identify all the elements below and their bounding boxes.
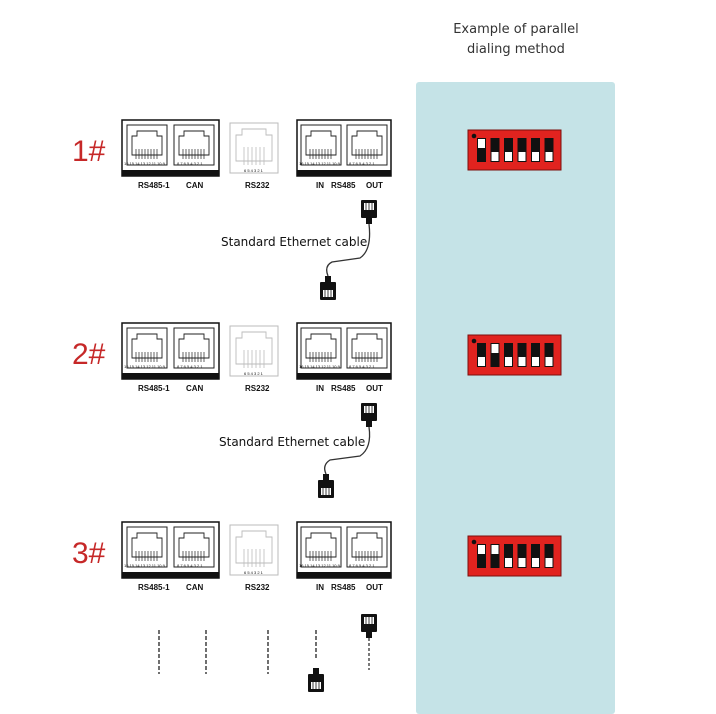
dip-knob-off: [545, 357, 553, 366]
pins-rs485-1-u1: 16 15 14 13 12 11 10 9: [124, 161, 165, 166]
label-rs485-1-u2: RS485-1: [138, 384, 170, 393]
label-in-u1: IN: [316, 181, 324, 190]
label-rs232-u3: RS232: [245, 583, 270, 592]
label-can-u2: CAN: [186, 384, 204, 393]
label-can-u1: CAN: [186, 181, 204, 190]
pins-rs232-u2: 6 5 4 3 2 1: [244, 371, 263, 376]
dip-slot: [544, 138, 554, 162]
pins-in-u1: 16 15 14 13 12 11 10 9: [299, 161, 340, 166]
pins-out-u3: 8 7 6 5 4 3 2 1: [349, 563, 375, 568]
cable-3: [360, 613, 378, 670]
dip-knob-off: [518, 357, 526, 366]
cable-1: [319, 199, 378, 301]
label-rs485-1-u1: RS485-1: [138, 181, 170, 190]
dip-slot: [504, 544, 513, 568]
label-rs485-1-u3: RS485-1: [138, 583, 170, 592]
dip-slot: [531, 544, 540, 568]
unit-label-2: 2#: [72, 338, 106, 371]
dip-knob-off: [545, 152, 553, 161]
cable-label-2: Standard Ethernet cable: [219, 435, 366, 449]
dip-knob-on: [478, 139, 485, 148]
dip-slot: [490, 138, 500, 162]
pins-can-u2: 8 7 6 5 4 3 2 1: [177, 364, 203, 369]
dip-slot: [477, 138, 486, 162]
pins-rs232-u1: 6 5 4 3 2 1: [244, 168, 263, 173]
dip-slot: [477, 544, 486, 568]
label-out-u1: OUT: [366, 181, 383, 190]
unit-label-3: 3#: [72, 537, 106, 570]
dip-knob-off: [545, 558, 553, 567]
label-rs485-u3: RS485: [331, 583, 356, 592]
pins-out-u1: 8 7 6 5 4 3 2 1: [349, 161, 375, 166]
dip-knob-off: [518, 558, 526, 567]
cable-2: [317, 402, 378, 499]
pins-can-u3: 8 7 6 5 4 3 2 1: [177, 563, 203, 568]
dip-knob-on: [491, 344, 499, 353]
label-rs232-u2: RS232: [245, 384, 270, 393]
dip-knob-off: [505, 152, 512, 161]
dip-knob-off: [491, 152, 499, 161]
dip-slot: [517, 343, 527, 367]
dip-pin1-marker: [471, 539, 477, 545]
cable-label-1: Standard Ethernet cable: [221, 235, 368, 249]
pins-rs232-u3: 6 5 4 3 2 1: [244, 570, 263, 575]
header-line2: dialing method: [467, 42, 565, 57]
dip-slot: [531, 138, 540, 162]
dip-knob-on: [491, 545, 499, 554]
dip-slot: [504, 138, 513, 162]
dip-pin1-marker: [471, 133, 477, 139]
dip-panel: [416, 82, 615, 714]
dip-slot: [517, 138, 527, 162]
dip-slot: [477, 343, 486, 367]
pins-can-u1: 8 7 6 5 4 3 2 1: [177, 161, 203, 166]
label-in-u3: IN: [316, 583, 324, 592]
dip-knob-off: [478, 357, 485, 366]
dip-slot: [490, 544, 500, 568]
pins-out-u2: 8 7 6 5 4 3 2 1: [349, 364, 375, 369]
label-can-u3: CAN: [186, 583, 204, 592]
dip-knob-off: [532, 357, 539, 366]
header-line1: Example of parallel: [453, 22, 579, 37]
dip-knob-on: [478, 545, 485, 554]
dip-knob-off: [532, 152, 539, 161]
label-in-u2: IN: [316, 384, 324, 393]
dip-switch-2: [467, 334, 562, 376]
dip-pin1-marker: [471, 338, 477, 344]
label-out-u3: OUT: [366, 583, 383, 592]
dip-slot: [544, 544, 554, 568]
label-rs485-u1: RS485: [331, 181, 356, 190]
dip-knob-off: [518, 152, 526, 161]
dip-switch-3: [467, 535, 562, 577]
dip-knob-off: [532, 558, 539, 567]
dip-switch-1: [467, 129, 562, 171]
dip-knob-off: [505, 357, 512, 366]
dip-slot: [504, 343, 513, 367]
pins-rs485-1-u3: 16 15 14 13 12 11 10 9: [124, 563, 165, 568]
label-rs232-u1: RS232: [245, 181, 270, 190]
dip-slot: [490, 343, 500, 367]
continuation-lines: [158, 630, 317, 674]
dip-slot: [544, 343, 554, 367]
pins-rs485-1-u2: 16 15 14 13 12 11 10 9: [124, 364, 165, 369]
unit-label-1: 1#: [72, 135, 106, 168]
dip-knob-off: [505, 558, 512, 567]
pins-in-u2: 16 15 14 13 12 11 10 9: [299, 364, 340, 369]
label-rs485-u2: RS485: [331, 384, 356, 393]
dip-slot: [531, 343, 540, 367]
label-out-u2: OUT: [366, 384, 383, 393]
dip-slot: [517, 544, 527, 568]
pins-in-u3: 16 15 14 13 12 11 10 9: [299, 563, 340, 568]
